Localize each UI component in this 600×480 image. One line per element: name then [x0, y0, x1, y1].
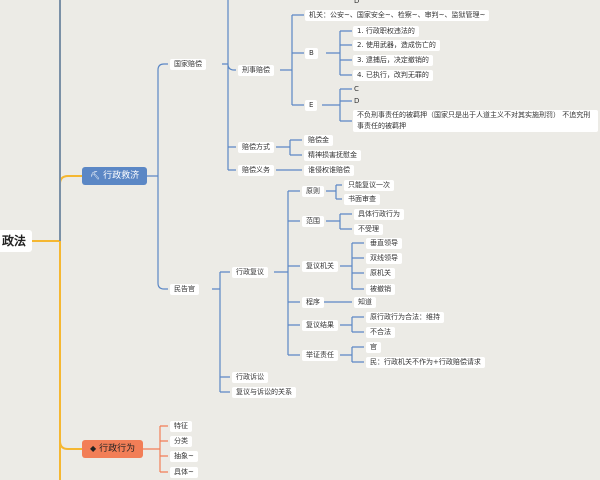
node-top-d[interactable]: D — [354, 0, 360, 5]
branch-act[interactable]: ◆行政行为 — [82, 440, 144, 458]
node-civil-suit[interactable]: 民告官 — [170, 284, 199, 295]
root-node[interactable]: 政法 — [0, 230, 33, 252]
node-agency[interactable]: 复议机关 — [302, 261, 338, 272]
act-connector — [140, 425, 168, 473]
node-scope[interactable]: 范围 — [302, 216, 324, 227]
node-review[interactable]: 行政复议 — [232, 267, 268, 278]
node-result-2[interactable]: 不合法 — [366, 327, 395, 338]
agency-connector — [340, 242, 364, 290]
gov-comp-connector — [222, 0, 236, 171]
node-comp-method-1[interactable]: 赔偿金 — [304, 135, 333, 146]
node-principle[interactable]: 原则 — [302, 186, 324, 197]
node-e-c[interactable]: C — [354, 85, 359, 93]
diamond-icon: ◆ — [90, 444, 97, 453]
hammer-icon: ⛏ — [90, 171, 101, 180]
branch-relief-label: 行政救济 — [103, 171, 140, 181]
civil-suit-connector — [212, 271, 230, 393]
node-b-item-3[interactable]: 3. 逮捕后，决定撤销的 — [353, 55, 433, 66]
criminal-connector — [280, 14, 304, 106]
branch-act-label: 行政行为 — [99, 444, 136, 454]
scope-connector — [326, 213, 352, 230]
e-connector — [322, 88, 352, 122]
node-result-1[interactable]: 原行政行为合法：维持 — [366, 312, 444, 323]
node-relation[interactable]: 复议与诉讼的关系 — [232, 387, 296, 398]
node-comp-duty-item[interactable]: 谁侵权谁赔偿 — [304, 165, 354, 176]
node-e-d[interactable]: D — [354, 97, 360, 105]
node-e-note[interactable]: 不负刑事责任的被羁押（国家只是出于人道主义不对其实施刑罚） 不追究刑事责任的被羁… — [353, 110, 598, 132]
review-connector — [274, 190, 300, 356]
node-b-item-4[interactable]: 4. 已执行，改判无罪的 — [353, 70, 433, 81]
node-principle-2[interactable]: 书面审查 — [344, 194, 380, 205]
node-act-1[interactable]: 特征 — [170, 421, 192, 432]
node-gov-comp[interactable]: 国家赔偿 — [170, 59, 206, 70]
node-agency-1[interactable]: 垂直领导 — [366, 238, 402, 249]
node-comp-method-2[interactable]: 精神损害抚慰金 — [304, 150, 361, 161]
relief-children-connector — [146, 63, 168, 290]
node-principle-1[interactable]: 只能复议一次 — [344, 180, 394, 191]
node-agency-4[interactable]: 被撤销 — [366, 284, 395, 295]
method-connector — [276, 139, 302, 156]
node-procedure-item[interactable]: 知道 — [354, 297, 376, 308]
node-procedure[interactable]: 程序 — [302, 297, 324, 308]
node-act-3[interactable]: 抽象~ — [170, 451, 198, 462]
b-connector — [326, 30, 352, 76]
node-scope-1[interactable]: 具体行政行为 — [354, 209, 404, 220]
connector-lines — [30, 0, 364, 480]
node-comp-duty[interactable]: 赔偿义务 — [238, 165, 274, 176]
node-scope-2[interactable]: 不受理 — [354, 224, 383, 235]
node-b-item-1[interactable]: 1. 行政职权违法的 — [353, 26, 419, 37]
node-b-item-2[interactable]: 2. 使用武器，造成伤亡的 — [353, 40, 440, 51]
node-comp-method[interactable]: 赔偿方式 — [238, 142, 274, 153]
node-burden[interactable]: 举证责任 — [302, 350, 338, 361]
principle-connector — [326, 184, 342, 200]
root-connector — [30, 0, 82, 480]
branch-relief[interactable]: ⛏行政救济 — [82, 167, 148, 185]
node-organs[interactable]: 机关：公安~、国家安全~、检察~、审判~、监狱管理~ — [305, 10, 490, 21]
node-agency-3[interactable]: 原机关 — [366, 268, 395, 279]
node-b[interactable]: B — [305, 48, 318, 59]
node-agency-2[interactable]: 双线领导 — [366, 253, 402, 264]
node-act-4[interactable]: 具体~ — [170, 467, 198, 478]
node-act-2[interactable]: 分类 — [170, 436, 192, 447]
result-connector — [340, 316, 364, 333]
node-e[interactable]: E — [305, 100, 318, 111]
burden-connector — [340, 346, 364, 363]
node-criminal-comp[interactable]: 刑事赔偿 — [238, 65, 274, 76]
node-burden-1[interactable]: 官 — [366, 342, 381, 353]
node-litigation[interactable]: 行政诉讼 — [232, 372, 268, 383]
node-burden-2[interactable]: 民：行政机关不作为+行政赔偿请求 — [366, 357, 485, 368]
node-result[interactable]: 复议结果 — [302, 320, 338, 331]
